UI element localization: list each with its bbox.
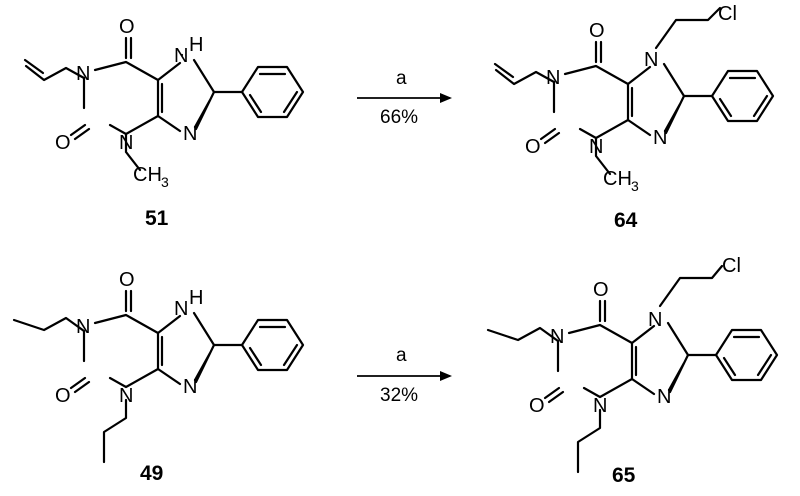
n3-label: N	[593, 395, 607, 417]
yield-label-1: 66%	[380, 107, 418, 128]
n7-label: N	[174, 45, 188, 67]
c2-oxygen-label: O	[529, 395, 545, 417]
reaction-arrow-2: a 32%	[357, 345, 452, 406]
compound-64: N Cl N O N O N CH 3	[493, 3, 775, 194]
n9-label: N	[657, 386, 671, 408]
c6-oxygen-label: O	[119, 269, 135, 291]
methyl-label: CH	[603, 168, 632, 190]
compound-number-51: 51	[145, 207, 169, 230]
n7-label: N	[644, 49, 658, 71]
n1-label: N	[76, 316, 90, 338]
n9-label: N	[653, 127, 667, 149]
c2-oxygen-label: O	[55, 385, 71, 407]
n7-label: N	[648, 309, 662, 331]
n3-label: N	[119, 132, 133, 154]
n7-hydrogen-label: H	[189, 287, 203, 309]
n9-label: N	[183, 123, 197, 145]
methyl-label: CH	[133, 164, 162, 186]
compound-49: H N N O N O N	[12, 269, 305, 464]
methyl-subscript: 3	[631, 178, 639, 194]
compound-65: N Cl N O N O N	[486, 255, 779, 474]
n1-label: N	[546, 67, 560, 89]
n3-label: N	[589, 136, 603, 158]
n1-label: N	[76, 63, 90, 85]
methyl-subscript: 3	[161, 174, 169, 190]
yield-label-2: 32%	[380, 385, 418, 406]
reaction-arrow-1: a 66%	[357, 68, 452, 128]
chlorine-label: Cl	[718, 3, 737, 25]
compound-number-49: 49	[140, 462, 163, 485]
c6-oxygen-label: O	[593, 279, 609, 301]
compound-number-64: 64	[614, 209, 638, 232]
c6-oxygen-label: O	[589, 20, 605, 42]
n7-hydrogen-label: H	[189, 34, 203, 56]
c2-oxygen-label: O	[55, 132, 71, 154]
reagent-label-1: a	[396, 68, 407, 89]
n3-label: N	[119, 385, 133, 407]
c2-oxygen-label: O	[525, 136, 541, 158]
compound-number-65: 65	[612, 464, 636, 487]
compound-51: H N N O N O N CH 3	[23, 16, 305, 190]
n7-label: N	[174, 298, 188, 320]
chlorine-label: Cl	[722, 255, 741, 277]
n9-label: N	[183, 376, 197, 398]
c6-oxygen-label: O	[119, 16, 135, 38]
n1-label: N	[550, 326, 564, 348]
reagent-label-2: a	[396, 345, 407, 366]
